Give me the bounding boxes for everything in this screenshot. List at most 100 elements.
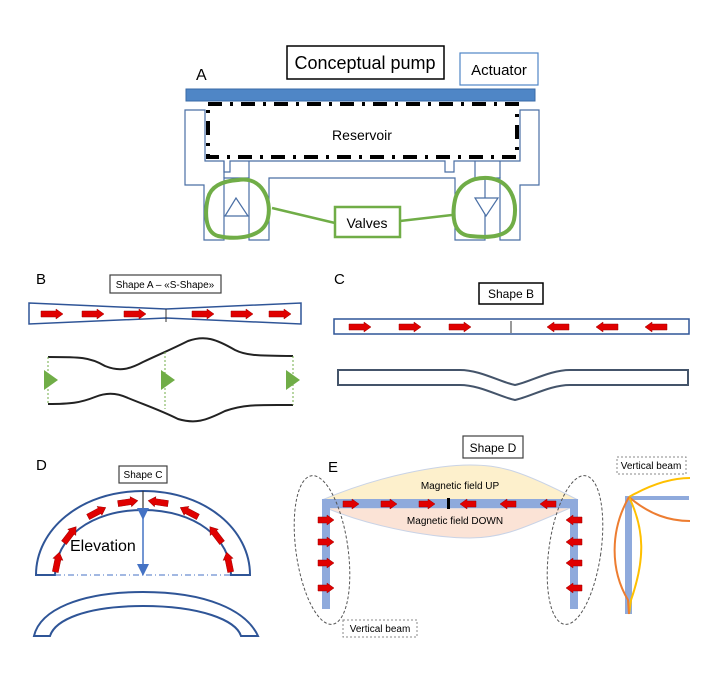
pump-body <box>184 109 540 241</box>
magnetization-arrow-icon <box>230 308 254 320</box>
magnetization-arrow-icon <box>380 498 398 510</box>
magnetization-arrow-icon <box>222 551 234 573</box>
panel-d: D Shape C Elevation <box>32 457 260 637</box>
magnetization-arrow-icon <box>317 514 335 526</box>
panel-a-letter: A <box>196 67 207 84</box>
magnetization-arrow-icon <box>191 308 215 320</box>
inset-vertical-beam <box>625 496 632 614</box>
inset-curve-up <box>628 477 691 498</box>
magnetization-arrow-icon <box>317 582 335 594</box>
pump-title: Conceptual pump <box>294 53 435 73</box>
panel-c-letter: C <box>334 271 345 288</box>
shape-d-title-box <box>462 435 524 459</box>
magnetization-arrow-icon <box>147 496 169 508</box>
actuator-label-box <box>459 52 539 86</box>
arch-deformed-beam <box>32 590 260 637</box>
magnetization-arrow-icon <box>565 582 583 594</box>
s-shape-beam <box>28 302 302 325</box>
field-up-label: Magnetic field UP <box>421 481 500 492</box>
shape-d-title: Shape D <box>470 441 517 455</box>
magnetization-arrow-icon <box>546 321 570 333</box>
panel-e-letter: E <box>328 459 338 476</box>
s-shape-upper-curve <box>47 337 294 371</box>
valves-label-box <box>333 205 402 239</box>
field-up-region <box>321 464 579 501</box>
panel-c: C Shape B <box>333 271 690 402</box>
vertical-beam-label: Vertical beam <box>350 624 411 635</box>
magnetization-arrow-icon <box>644 321 668 333</box>
actuator-label: Actuator <box>471 62 527 79</box>
node-marker-icon <box>286 370 300 390</box>
inset-beam-deflect-yellow <box>628 496 643 615</box>
magnetization-arrow-icon <box>117 496 139 508</box>
inset-horizontal-beam <box>625 496 689 500</box>
inset-curve-down <box>628 496 691 522</box>
valve-right-highlight <box>451 175 517 239</box>
panel-a: A Conceptual pump Actuator Reservoir Val… <box>184 45 540 241</box>
field-down-label: Magnetic field DOWN <box>407 516 503 527</box>
magnetization-arrow-icon <box>565 514 583 526</box>
field-down-region <box>325 507 571 539</box>
node-marker-icon <box>44 370 58 390</box>
shape-c-title-box <box>118 465 168 484</box>
magnetization-arrow-icon <box>317 536 335 548</box>
reservoir-outline <box>206 102 519 159</box>
vertical-beam-inset-label-box <box>616 456 687 475</box>
shape-a-title: Shape A – «S-Shape» <box>116 280 215 291</box>
magnetization-arrow-icon <box>81 308 105 320</box>
valve-down-icon <box>473 197 500 218</box>
beam-center-mark <box>447 498 450 509</box>
right-beam-highlight <box>546 475 604 625</box>
magnetization-arrow-icon <box>539 498 557 510</box>
panel-b: B Shape A – «S-Shape» <box>28 271 302 423</box>
left-vertical-beam <box>322 499 330 609</box>
magnetization-arrow-icon <box>398 321 422 333</box>
valves-label: Valves <box>347 215 388 231</box>
magnetization-arrow-icon <box>348 321 372 333</box>
inset-beam-deflect-orange <box>613 496 630 615</box>
magnetization-arrow-icon <box>52 551 64 573</box>
elevation-label: Elevation <box>70 538 136 555</box>
s-shape-lower-curve <box>47 392 294 423</box>
magnetization-arrow-icon <box>123 308 147 320</box>
magnetization-arrow-icon <box>61 526 77 545</box>
magnetization-arrow-icon <box>448 321 472 333</box>
actuator-bar <box>185 88 536 102</box>
magnetization-arrow-icon <box>40 308 64 320</box>
right-vertical-beam <box>570 499 578 609</box>
magnetization-arrow-icon <box>418 498 436 510</box>
magnetization-arrow-icon <box>342 498 360 510</box>
magnetization-arrow-icon <box>268 308 292 320</box>
arch-arrows <box>52 496 234 573</box>
arch-beam <box>34 489 252 576</box>
magnetization-arrow-icon <box>86 506 107 520</box>
valve-up-icon <box>223 196 250 217</box>
vertical-beam-inset-label: Vertical beam <box>621 461 682 472</box>
magnetization-arrow-icon <box>459 498 477 510</box>
valve-left-highlight <box>204 177 271 240</box>
magnetization-arrow-icon <box>499 498 517 510</box>
magnetization-arrow-icon <box>209 526 225 545</box>
shape-b-deformed-beam <box>337 369 689 402</box>
magnetization-arrow-icon <box>565 557 583 569</box>
magnetization-arrow-icon <box>317 557 335 569</box>
panel-d-letter: D <box>36 457 47 474</box>
shape-b-title-box <box>478 282 544 305</box>
shape-b-arrows <box>348 321 668 333</box>
reservoir-label: Reservoir <box>332 127 392 143</box>
vertical-beam-label-box <box>342 619 418 638</box>
magnetization-arrow-icon <box>179 506 200 520</box>
magnetization-arrow-icon <box>595 321 619 333</box>
shape-a-title-box <box>109 274 222 294</box>
shape-d-arrows <box>317 498 583 594</box>
magnetization-arrow-icon <box>565 536 583 548</box>
title-box <box>286 45 445 80</box>
shape-b-title: Shape B <box>488 287 534 301</box>
left-beam-highlight <box>293 475 351 625</box>
panel-b-letter: B <box>36 271 46 288</box>
node-marker-icon <box>161 370 175 390</box>
shape-c-title: Shape C <box>124 470 163 481</box>
s-shape-arrows <box>40 308 292 320</box>
panel-e: E Shape D Magnetic field UP Magnetic fie… <box>293 435 691 638</box>
